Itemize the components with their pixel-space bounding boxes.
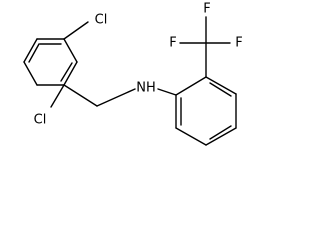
- ring-bond: [23, 61, 38, 86]
- molecule-structure: Cl Cl NH F F F: [23, 2, 243, 146]
- atom-label-f-left: F: [169, 36, 176, 51]
- ch2-n-bond: [96, 88, 136, 107]
- ring-bond: [205, 127, 237, 146]
- cl-bond-top: [63, 21, 89, 40]
- atom-label-f-top: F: [203, 2, 210, 17]
- ring-bond: [23, 38, 38, 63]
- ring-bond: [205, 76, 237, 95]
- ring-double-bond: [209, 125, 232, 140]
- ring-bond: [175, 76, 207, 96]
- cl-bond-bottom: [50, 84, 65, 108]
- trifluoromethylphenyl-ring: [175, 76, 237, 146]
- ring-bond: [175, 127, 207, 146]
- ring-double-bond: [28, 43, 40, 63]
- atom-label-nh: NH: [136, 81, 156, 96]
- atom-label-cl-top: Cl: [95, 13, 108, 28]
- ring-bond: [63, 38, 78, 63]
- ring-bond: [63, 61, 78, 86]
- atom-label-cl-bottom: Cl: [34, 113, 47, 128]
- dichlorophenyl-ring: [23, 38, 78, 86]
- ring-double-bond: [60, 62, 73, 82]
- benzyl-bond: [63, 84, 98, 107]
- atom-label-f-right: F: [235, 36, 242, 51]
- ring-double-bond: [209, 82, 232, 97]
- n-aryl-bond: [157, 88, 177, 96]
